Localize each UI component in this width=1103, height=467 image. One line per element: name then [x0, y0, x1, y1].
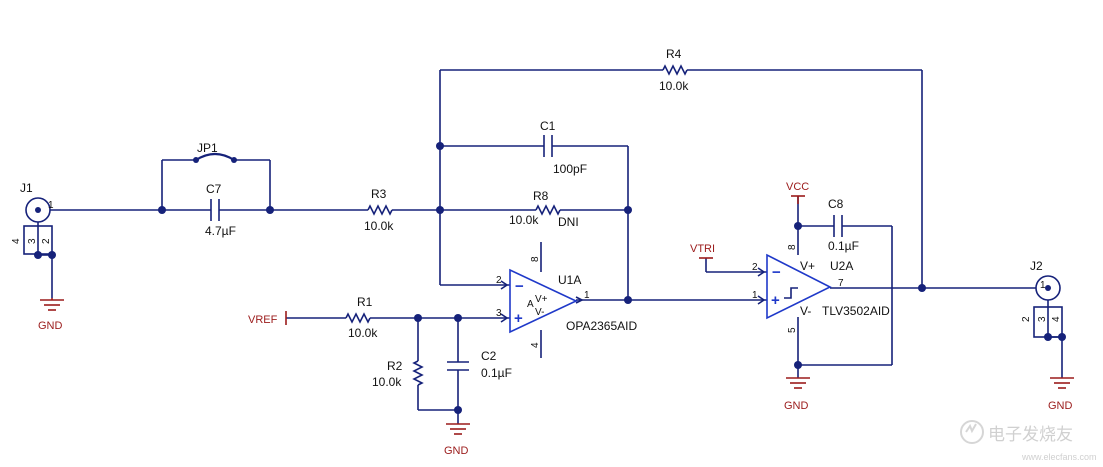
c7-capacitor — [210, 199, 220, 221]
u1a-pin2: 2 — [496, 275, 502, 286]
gnd-label-j2: GND — [1048, 400, 1073, 412]
r2-ref: R2 — [387, 359, 403, 373]
c2-capacitor — [447, 361, 469, 371]
j2-pin3: 3 — [1037, 316, 1048, 322]
u2a-ref: U2A — [830, 259, 853, 273]
c7-ref: C7 — [206, 182, 222, 196]
u2a-pin8: 8 — [787, 244, 798, 250]
c2-value: 0.1µF — [481, 366, 512, 380]
gnd-label-c2: GND — [444, 445, 469, 457]
u1a-a-label: A — [527, 299, 534, 310]
r3-resistor — [367, 204, 393, 216]
u2a-vpos-label: V+ — [800, 259, 815, 273]
r8-ref: R8 — [533, 189, 549, 203]
u2a-pin5: 5 — [787, 327, 798, 333]
gnd-label-j1: GND — [38, 320, 63, 332]
jp1-ref: JP1 — [197, 141, 218, 155]
u2a-part: TLV3502AID — [822, 304, 890, 318]
r3-ref: R3 — [371, 187, 387, 201]
r1-ref: R1 — [357, 295, 373, 309]
c1-value: 100pF — [553, 162, 587, 176]
u1a-ref: U1A — [558, 273, 581, 287]
u1a-pin1: 1 — [584, 290, 590, 301]
r1-value: 10.0k — [348, 326, 378, 340]
r2-value: 10.0k — [372, 375, 402, 389]
jp1-jumper — [193, 152, 237, 163]
j2-pin1: 1 — [1040, 280, 1046, 291]
c8-capacitor — [833, 215, 843, 237]
r8-value: 10.0k — [509, 213, 539, 227]
u1a-pin4: 4 — [530, 342, 541, 348]
c2-ref: C2 — [481, 349, 497, 363]
u1a-pin3: 3 — [496, 308, 502, 319]
j2-ref: J2 — [1030, 259, 1043, 273]
j1-ref: J1 — [20, 181, 33, 195]
r3-value: 10.0k — [364, 219, 394, 233]
c7-value: 4.7µF — [205, 224, 236, 238]
vref-net-label: VREF — [248, 314, 278, 326]
j2-pin2: 2 — [1021, 316, 1032, 322]
c8-value: 0.1µF — [828, 239, 859, 253]
gnd-symbol-j1 — [40, 298, 64, 311]
watermark-logo — [960, 420, 984, 444]
u1a-minus-symbol: − — [515, 278, 524, 295]
wires — [38, 69, 1063, 424]
j2-pin4: 4 — [1051, 316, 1062, 322]
j1-pin3: 3 — [27, 238, 38, 244]
r1-resistor — [345, 312, 371, 324]
u2a-pin1: 1 — [752, 290, 758, 301]
u2a-vneg-label: V- — [800, 304, 811, 318]
gnd-symbol-j2 — [1050, 377, 1074, 389]
gnd-symbol-c2 — [446, 423, 470, 435]
c8-ref: C8 — [828, 197, 844, 211]
u2a-plus-symbol: + — [771, 292, 780, 309]
u1a-vpos-label: V+ — [535, 294, 548, 305]
u1a-plus-symbol: + — [514, 310, 523, 327]
r2-resistor — [412, 360, 424, 386]
u2a-pin7: 7 — [838, 278, 844, 289]
j2-connector — [1033, 275, 1063, 338]
r8-resistor — [535, 204, 561, 216]
vcc-net-label: VCC — [786, 181, 809, 193]
watermark-brand: 电子发烧友 — [988, 425, 1073, 445]
r8-dni-note: DNI — [558, 215, 579, 229]
u1a-pin8: 8 — [530, 256, 541, 262]
j1-pin2: 2 — [41, 238, 52, 244]
r4-value: 10.0k — [659, 79, 689, 93]
r4-ref: R4 — [666, 47, 682, 61]
c1-capacitor — [543, 135, 553, 157]
u1a-part: OPA2365AID — [566, 319, 637, 333]
vtri-net-label: VTRI — [690, 243, 715, 255]
gnd-label-u2a: GND — [784, 400, 809, 412]
u2a-comparator — [757, 253, 832, 320]
u2a-minus-symbol: − — [772, 264, 781, 281]
junction-dots — [34, 142, 1066, 414]
c1-ref: C1 — [540, 119, 556, 133]
u2a-pin2: 2 — [752, 262, 758, 273]
j1-connector — [23, 197, 53, 255]
u1a-opamp — [500, 268, 584, 334]
watermark-site: www.elecfans.com — [1021, 452, 1097, 462]
j1-pin1: 1 — [48, 200, 54, 211]
u1a-vneg-label: V- — [535, 307, 544, 318]
gnd-symbol-u2a — [786, 377, 810, 389]
r4-resistor — [662, 64, 688, 76]
j1-pin4: 4 — [11, 238, 22, 244]
